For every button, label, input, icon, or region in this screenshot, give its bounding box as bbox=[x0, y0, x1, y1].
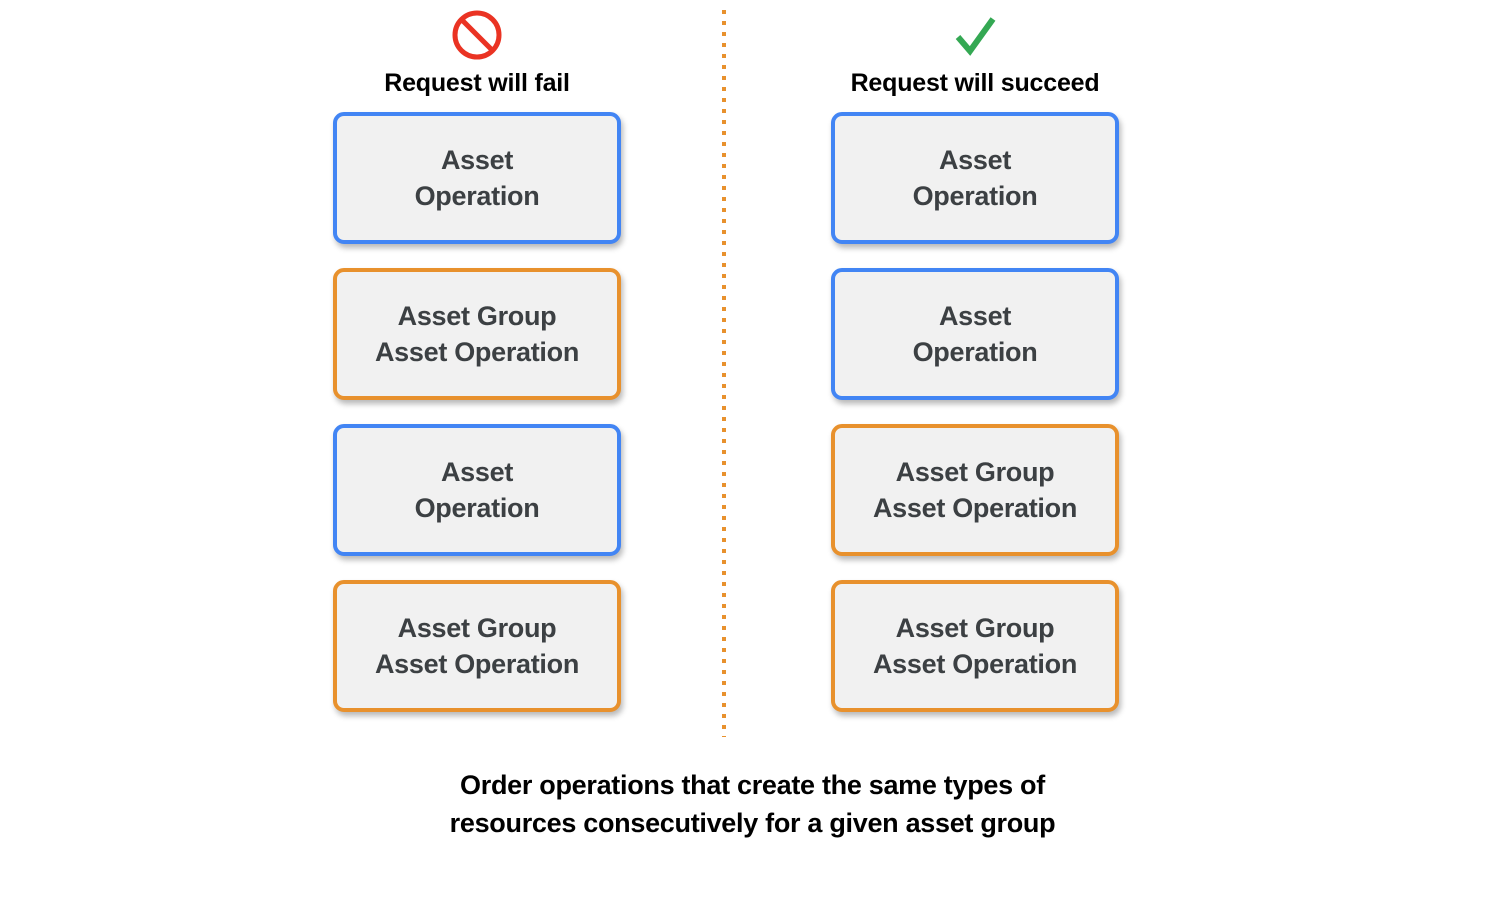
column-header-succeed: Request will succeed bbox=[825, 8, 1125, 98]
column-header-fail: Request will fail bbox=[327, 8, 627, 98]
card-line-1: Asset Group bbox=[397, 301, 557, 331]
card-fail-3[interactable]: Asset Operation bbox=[333, 424, 621, 556]
card-fail-1[interactable]: Asset Operation bbox=[333, 112, 621, 244]
card-line-2: Asset Operation bbox=[374, 337, 580, 367]
caption-line-2: resources consecutively for a given asse… bbox=[449, 808, 1056, 838]
vertical-dotted-divider bbox=[722, 10, 726, 737]
card-line-1: Asset Group bbox=[895, 613, 1055, 643]
card-succeed-3[interactable]: Asset Group Asset Operation bbox=[831, 424, 1119, 556]
card-line-1: Asset bbox=[440, 457, 514, 487]
card-succeed-2[interactable]: Asset Operation bbox=[831, 268, 1119, 400]
column-header-label-succeed: Request will succeed bbox=[850, 69, 1100, 97]
card-line-1: Asset bbox=[938, 145, 1012, 175]
diagram-caption: Order operations that create the same ty… bbox=[0, 766, 1505, 842]
card-line-1: Asset Group bbox=[895, 457, 1055, 487]
checkmark-icon bbox=[955, 17, 996, 56]
card-stack-fail: Asset Operation Asset Group Asset Operat… bbox=[333, 112, 621, 712]
card-line-2: Operation bbox=[912, 337, 1038, 367]
card-line-2: Operation bbox=[912, 181, 1038, 211]
card-succeed-4[interactable]: Asset Group Asset Operation bbox=[831, 580, 1119, 712]
caption-line-1: Order operations that create the same ty… bbox=[460, 770, 1045, 800]
card-line-1: Asset Group bbox=[397, 613, 557, 643]
card-fail-2[interactable]: Asset Group Asset Operation bbox=[333, 268, 621, 400]
card-fail-4[interactable]: Asset Group Asset Operation bbox=[333, 580, 621, 712]
card-line-2: Operation bbox=[414, 181, 540, 211]
column-header-label-fail: Request will fail bbox=[384, 69, 570, 97]
card-line-1: Asset bbox=[440, 145, 514, 175]
card-line-1: Asset bbox=[938, 301, 1012, 331]
card-succeed-1[interactable]: Asset Operation bbox=[831, 112, 1119, 244]
prohibition-icon bbox=[452, 10, 502, 60]
card-stack-succeed: Asset Operation Asset Operation Asset Gr… bbox=[831, 112, 1119, 712]
card-line-2: Operation bbox=[414, 493, 540, 523]
card-line-2: Asset Operation bbox=[872, 493, 1078, 523]
card-line-2: Asset Operation bbox=[374, 649, 580, 679]
card-line-2: Asset Operation bbox=[872, 649, 1078, 679]
